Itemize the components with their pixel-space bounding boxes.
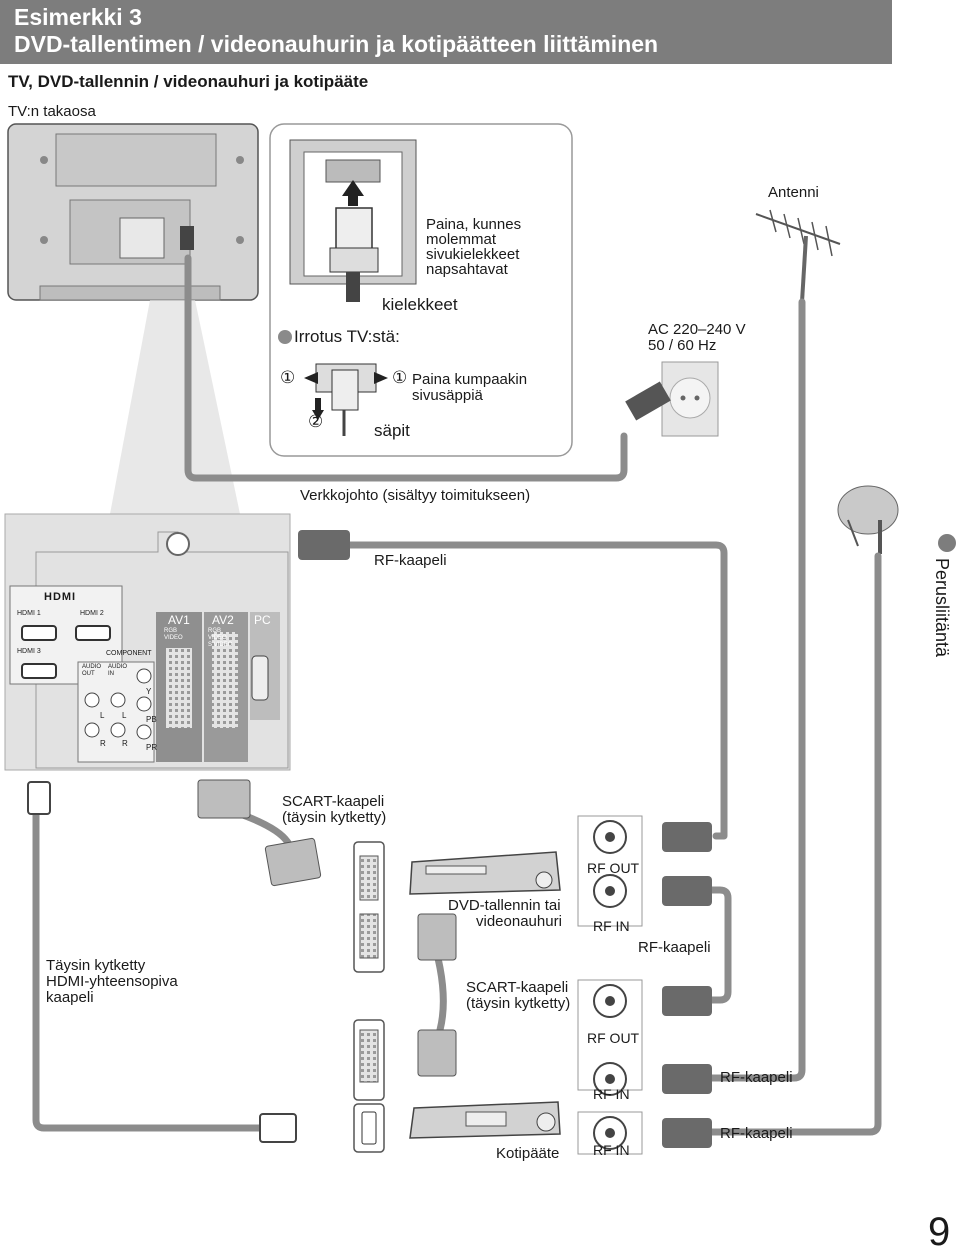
stb-rf-out-label: RF OUT — [587, 1030, 640, 1046]
hdmi-cable-label-line3: kaapeli — [46, 989, 94, 1006]
scart-plugs — [197, 779, 457, 1077]
rf-socket-pins — [605, 832, 615, 1138]
wall-socket — [625, 361, 719, 437]
rf-cable-label-4: RF-kaapeli — [720, 1125, 793, 1142]
component-pr-label: PR — [146, 743, 158, 752]
press-until-line3: sivukielekkeet — [426, 246, 520, 263]
example-number: Esimerkki 3 — [14, 4, 142, 30]
hdmi-logo: HDMI — [44, 591, 77, 603]
hdmi1-label: HDMI 1 — [17, 610, 41, 617]
step-one-left: ① — [280, 368, 296, 387]
av2-svideo-label: S VIDEO — [208, 642, 233, 648]
audio-out-r-label: R — [100, 739, 106, 748]
press-both-line2: sivusäppiä — [412, 387, 483, 404]
audio-in-l-label: L — [122, 711, 127, 720]
stb-rf-in-label: RF IN — [593, 1086, 630, 1102]
tv-back-illustration — [7, 123, 259, 301]
latches-label: säpit — [374, 421, 410, 440]
zoom-wedge — [110, 300, 240, 514]
hdmi-plugs — [27, 781, 297, 1143]
component-pb-label: PB — [146, 715, 157, 724]
press-until-line2: molemmat — [426, 231, 497, 248]
dvd-rf-in-label: RF IN — [593, 918, 630, 934]
power-plug-inset — [269, 123, 573, 457]
ac-voltage-label: AC 220–240 V — [648, 321, 746, 338]
stb-satellite-rf-in-label: RF IN — [593, 1142, 630, 1158]
audio-in-label: AUDIO IN — [108, 664, 128, 677]
side-tab-bullet — [938, 534, 956, 552]
tv-back-label: TV:n takaosa — [8, 103, 96, 120]
audio-in-r-label: R — [122, 739, 128, 748]
av1-rgb-label: RGB VIDEO — [164, 628, 183, 641]
component-y-label: Y — [146, 687, 152, 696]
hdmi-cable-label-line1: Täysin kytketty — [46, 957, 146, 974]
page-title: DVD-tallentimen / videonauhurin ja kotip… — [14, 31, 659, 57]
press-both-line1: Paina kumpaakin — [412, 371, 528, 388]
hdmi-cable-label-line2: HDMI-yhteensopiva — [46, 973, 178, 990]
av2-rgb-label: RGB VIDEO — [208, 628, 227, 641]
rf-sockets — [593, 820, 627, 1150]
antenna-illustration — [755, 209, 841, 303]
side-tab-label: Perusliitäntä — [932, 558, 952, 658]
rf-cable-label-2: RF-kaapeli — [638, 939, 711, 956]
ac-frequency-label: 50 / 60 Hz — [648, 337, 717, 354]
component-label: COMPONENT — [106, 650, 152, 657]
tabs-label: kielekkeet — [382, 295, 458, 314]
page-number: 9 — [928, 1210, 951, 1254]
page-header: Esimerkki 3 DVD-tallentimen / videonauhu… — [0, 0, 892, 64]
scart-cable-label-1-line1: SCART-kaapeli — [282, 793, 385, 810]
tv-connection-panel — [4, 513, 291, 771]
section-subtitle: TV, DVD-tallennin / videonauhuri ja koti… — [8, 72, 369, 91]
rf-cable-label-1: RF-kaapeli — [374, 552, 447, 569]
remove-from-tv-label: Irrotus TV:stä: — [294, 327, 400, 346]
step-two: ② — [308, 412, 324, 431]
av1-label: AV1 — [168, 613, 190, 627]
rf-socket-frames — [577, 815, 643, 1155]
scart-cable-label-1-line2: (täysin kytketty) — [282, 809, 387, 826]
satellite-dish — [837, 485, 899, 554]
rf-cable-label-3: RF-kaapeli — [720, 1069, 793, 1086]
set-top-box-illustration — [409, 1101, 561, 1139]
pc-label: PC — [254, 613, 271, 627]
device-scart-sockets — [353, 841, 385, 1153]
rf-plugs — [298, 530, 712, 1148]
scart-cable-label-2-line2: (täysin kytketty) — [466, 995, 571, 1012]
hdmi2-label: HDMI 2 — [80, 610, 104, 617]
mains-lead-label: Verkkojohto (sisältyy toimitukseen) — [300, 487, 531, 504]
audio-out-l-label: L — [100, 711, 105, 720]
antenna-label: Antenni — [768, 184, 819, 201]
section-side-tab: Perusliitäntä — [932, 530, 960, 690]
press-until-line4: napsahtavat — [426, 261, 508, 278]
dvd-rf-out-label: RF OUT — [587, 860, 640, 876]
dvd-recorder-label-line1: DVD-tallennin tai — [448, 897, 561, 914]
audio-out-label: AUDIO OUT — [82, 664, 102, 677]
press-until-line1: Paina, kunnes — [426, 216, 522, 233]
av2-label: AV2 — [212, 613, 234, 627]
step-one-right: ① — [392, 368, 408, 387]
dvd-recorder-label-line2: videonauhuri — [476, 913, 562, 930]
set-top-box-label: Kotipääte — [496, 1145, 560, 1162]
hdmi3-label: HDMI 3 — [17, 648, 41, 655]
dvd-recorder-illustration — [409, 851, 561, 895]
scart-cable-label-2-line1: SCART-kaapeli — [466, 979, 569, 996]
